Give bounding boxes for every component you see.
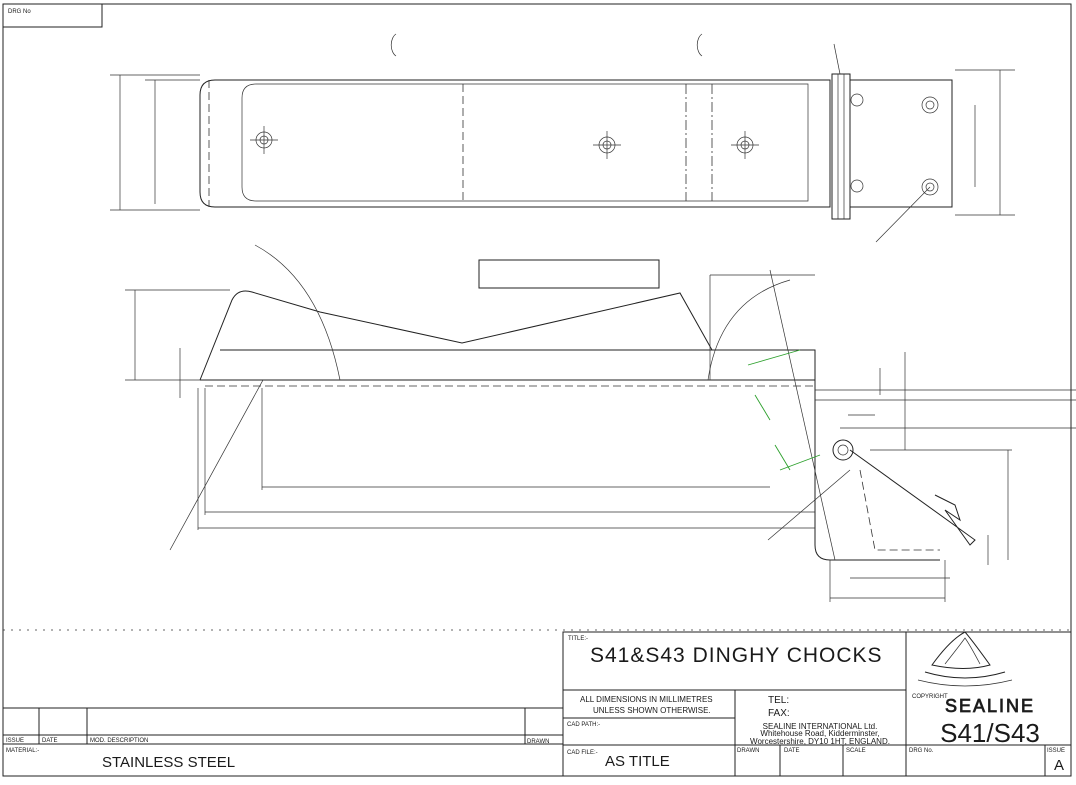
revision-mod-label: MOD. DESCRIPTION (90, 738, 148, 744)
cad-path-label: CAD PATH:- (567, 722, 600, 728)
revision-block: ISSUE DATE MOD. DESCRIPTION DRAWN MATERI… (3, 707, 563, 771)
model-name: S41/S43 (940, 718, 1040, 748)
fax-label: FAX: (768, 708, 790, 719)
label-box (478, 259, 660, 289)
revision-issue-label: ISSUE (6, 738, 24, 744)
punch-mark-left (390, 33, 397, 57)
elevation-view (125, 244, 1076, 602)
revision-drawn-label: DRAWN (527, 739, 549, 745)
company-address-line1: Whitehouse Road, Kidderminster, (760, 729, 879, 738)
brand-name: SEALINE (945, 696, 1035, 716)
revision-date-label: DATE (42, 738, 58, 744)
title-block: TITLE:- S41&S43 DINGHY CHOCKS ALL DIMENS… (3, 629, 1072, 777)
drawing-title: S41&S43 DINGHY CHOCKS (590, 644, 883, 667)
company-name: SEALINE INTERNATIONAL Ltd. (763, 722, 878, 731)
scale-label: SCALE (846, 748, 866, 754)
date-label: DATE (784, 748, 800, 754)
drg-no-box-label: DRG No. (909, 748, 934, 754)
issue-box-label: ISSUE (1047, 748, 1065, 754)
plan-hole-1 (250, 126, 278, 154)
tel-label: TEL: (768, 695, 789, 706)
drawn-label: DRAWN (737, 748, 759, 754)
issue-value: A (1054, 757, 1064, 774)
material-label: MATERIAL:- (6, 748, 39, 754)
cad-file-label: CAD FILE:- (567, 750, 598, 756)
title-label: TITLE:- (568, 636, 588, 642)
copyright-label: COPYRIGHT (912, 694, 948, 700)
material-value: STAINLESS STEEL (102, 754, 235, 771)
plan-hole-2 (593, 131, 621, 159)
dimensions-note-line2: UNLESS SHOWN OTHERWISE. (593, 706, 711, 715)
drg-no-label: DRG No (8, 9, 31, 15)
plan-hole-3 (731, 131, 759, 159)
drg-no-box (2, 3, 103, 28)
dimensions-note-line1: ALL DIMENSIONS IN MILLIMETRES (580, 695, 713, 704)
company-address-line2: Worcestershire, DY10 1HT, ENGLAND. (750, 737, 890, 746)
sealine-logo (917, 631, 1013, 687)
cad-file-value: AS TITLE (605, 753, 670, 770)
punch-mark-right (696, 33, 703, 57)
plan-view (110, 43, 1015, 243)
